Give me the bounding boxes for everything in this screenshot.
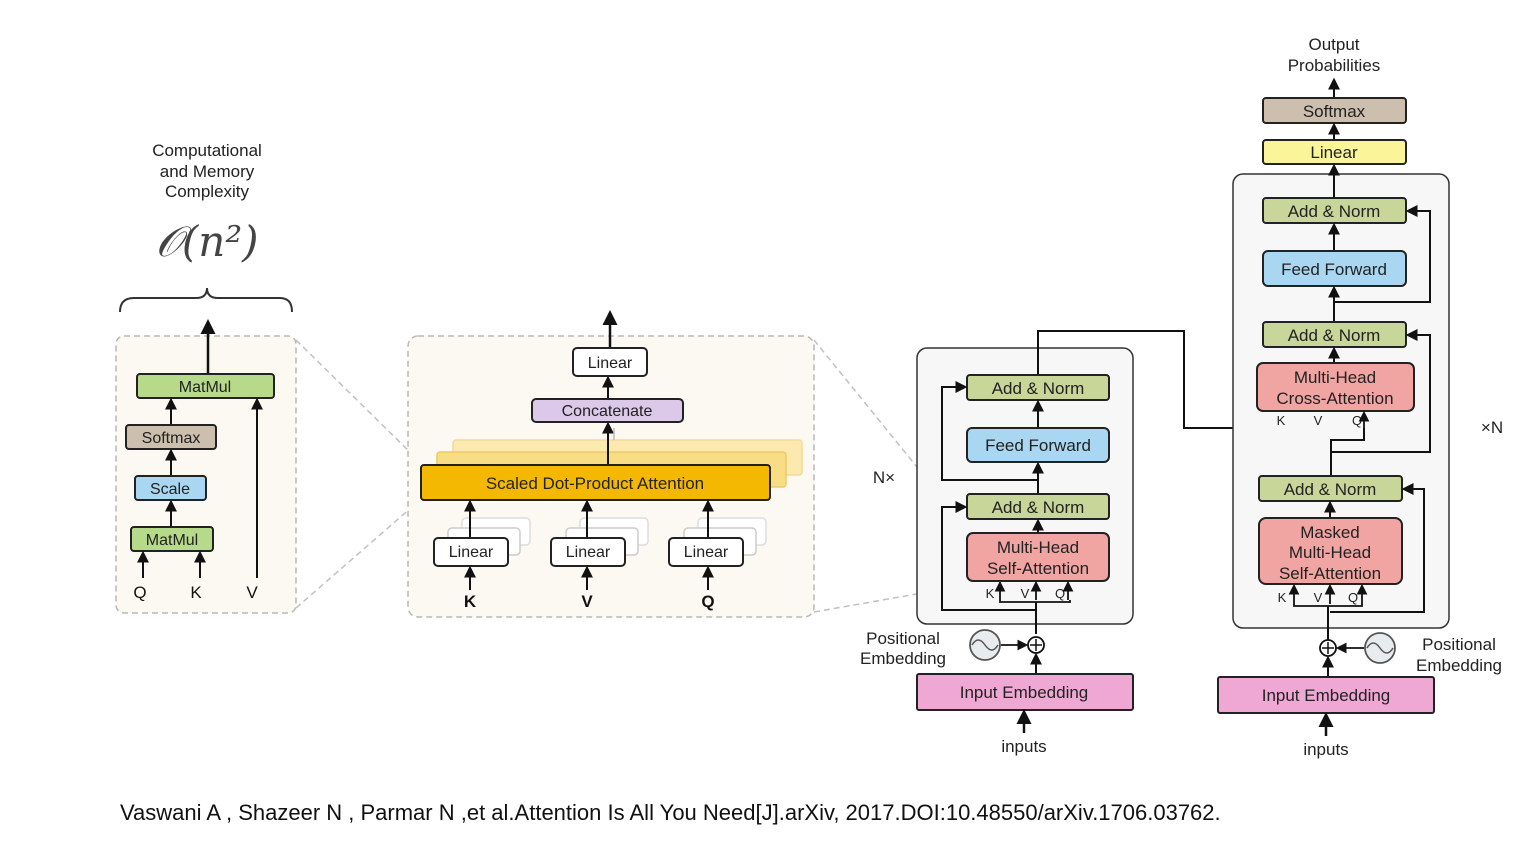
encoder-feed-forward-label: Feed Forward (985, 436, 1091, 455)
linear-k-label: Linear (449, 544, 494, 561)
decoder-masked-attention-line-1: Masked (1300, 523, 1360, 542)
multihead-input-q-label: Q (701, 592, 714, 611)
decoder-masked-attention-line-3: Self-Attention (1279, 564, 1381, 583)
decoder-add-norm-2-label: Add & Norm (1288, 326, 1381, 345)
encoder-input-embedding-label: Input Embedding (960, 683, 1089, 702)
scale-label: Scale (150, 481, 190, 498)
encoder-positional-line-1: Positional (866, 629, 940, 648)
decoder-inputs-label: inputs (1303, 740, 1348, 759)
encoder-q-label: Q (1055, 586, 1065, 601)
decoder-softmax-label: Softmax (1303, 102, 1366, 121)
decoder-cross-attention-line-2: Cross-Attention (1276, 389, 1393, 408)
decoder-cross-attention-box (1256, 362, 1415, 412)
decoder-cross-q-label: Q (1352, 413, 1362, 428)
decoder-input-embedding-label: Input Embedding (1262, 686, 1391, 705)
citation-text: Vaswani A , Shazeer N , Parmar N ,et al.… (120, 800, 1221, 825)
decoder-add-norm-3-label: Add & Norm (1284, 480, 1377, 499)
linear-top-label: Linear (588, 355, 633, 372)
decoder-masked-q-label: Q (1348, 590, 1358, 605)
matmul-top-label: MatMul (179, 379, 231, 396)
decoder-positional-line-1: Positional (1422, 635, 1496, 654)
sdpa-label: Scaled Dot-Product Attention (486, 474, 704, 493)
decoder-add-norm-1-label: Add & Norm (1288, 202, 1381, 221)
complexity-caption-line-3: Complexity (165, 182, 250, 201)
input-q-label: Q (133, 583, 146, 602)
encoder-self-attention-line-2: Self-Attention (987, 559, 1089, 578)
decoder-stack: Output Probabilities Softmax Linear ×N A… (1217, 35, 1503, 759)
matmul-bottom-box (130, 526, 214, 552)
encoder-positional-line-2: Embedding (860, 649, 946, 668)
decoder-linear-label: Linear (1310, 143, 1358, 162)
decoder-positional-line-2: Embedding (1416, 656, 1502, 675)
linear-q-label: Linear (684, 544, 729, 561)
output-label-line-1: Output (1308, 35, 1359, 54)
encoder-k-label: K (986, 586, 995, 601)
multihead-input-k-label: K (464, 592, 477, 611)
softmax-label: Softmax (142, 430, 201, 447)
complexity-formula: 𝒪(n²) (155, 217, 258, 266)
decoder-masked-attention-line-2: Multi-Head (1289, 543, 1371, 562)
decoder-cross-attention-line-1: Multi-Head (1294, 368, 1376, 387)
concatenate-label: Concatenate (562, 403, 653, 420)
decoder-feed-forward-label: Feed Forward (1281, 260, 1387, 279)
linear-k-stack: Linear K (433, 499, 531, 611)
linear-v-stack: Linear V (550, 499, 649, 611)
output-label-line-2: Probabilities (1288, 56, 1381, 75)
scaled-dot-product-panel: Computational and Memory Complexity 𝒪(n²… (115, 141, 297, 614)
encoder-inputs-label: inputs (1001, 737, 1046, 756)
linear-q-stack: Linear Q (668, 499, 767, 611)
sdpa-box (420, 464, 771, 501)
input-k-label: K (190, 583, 202, 602)
zoom-line-lower-left (295, 499, 421, 609)
input-v-label: V (246, 583, 258, 602)
complexity-caption-line-2: and Memory (160, 162, 255, 181)
linear-v-label: Linear (566, 544, 611, 561)
encoder-self-attention-line-1: Multi-Head (997, 538, 1079, 557)
multi-head-attention-panel: Linear Concatenate Scaled Dot-Product At… (407, 310, 815, 618)
decoder-cross-k-label: K (1277, 413, 1286, 428)
matmul-bottom-label: MatMul (146, 532, 198, 549)
decoder-repeat-label: ×N (1481, 418, 1503, 437)
encoder-add-norm-bottom-label: Add & Norm (992, 498, 1085, 517)
encoder-repeat-label: N× (873, 468, 895, 487)
encoder-v-label: V (1021, 586, 1030, 601)
decoder-masked-k-label: K (1278, 590, 1287, 605)
complexity-brace (119, 287, 293, 313)
decoder-cross-v-label: V (1314, 413, 1323, 428)
decoder-masked-v-label: V (1314, 590, 1323, 605)
matmul-top-box (136, 373, 275, 399)
zoom-line-upper-left (295, 339, 421, 463)
complexity-caption-line-1: Computational (152, 141, 262, 160)
multihead-input-v-label: V (581, 592, 593, 611)
encoder-add-norm-top-label: Add & Norm (992, 379, 1085, 398)
encoder-stack: N× Add & Norm Feed Forward Add & Norm Mu… (860, 330, 1328, 756)
